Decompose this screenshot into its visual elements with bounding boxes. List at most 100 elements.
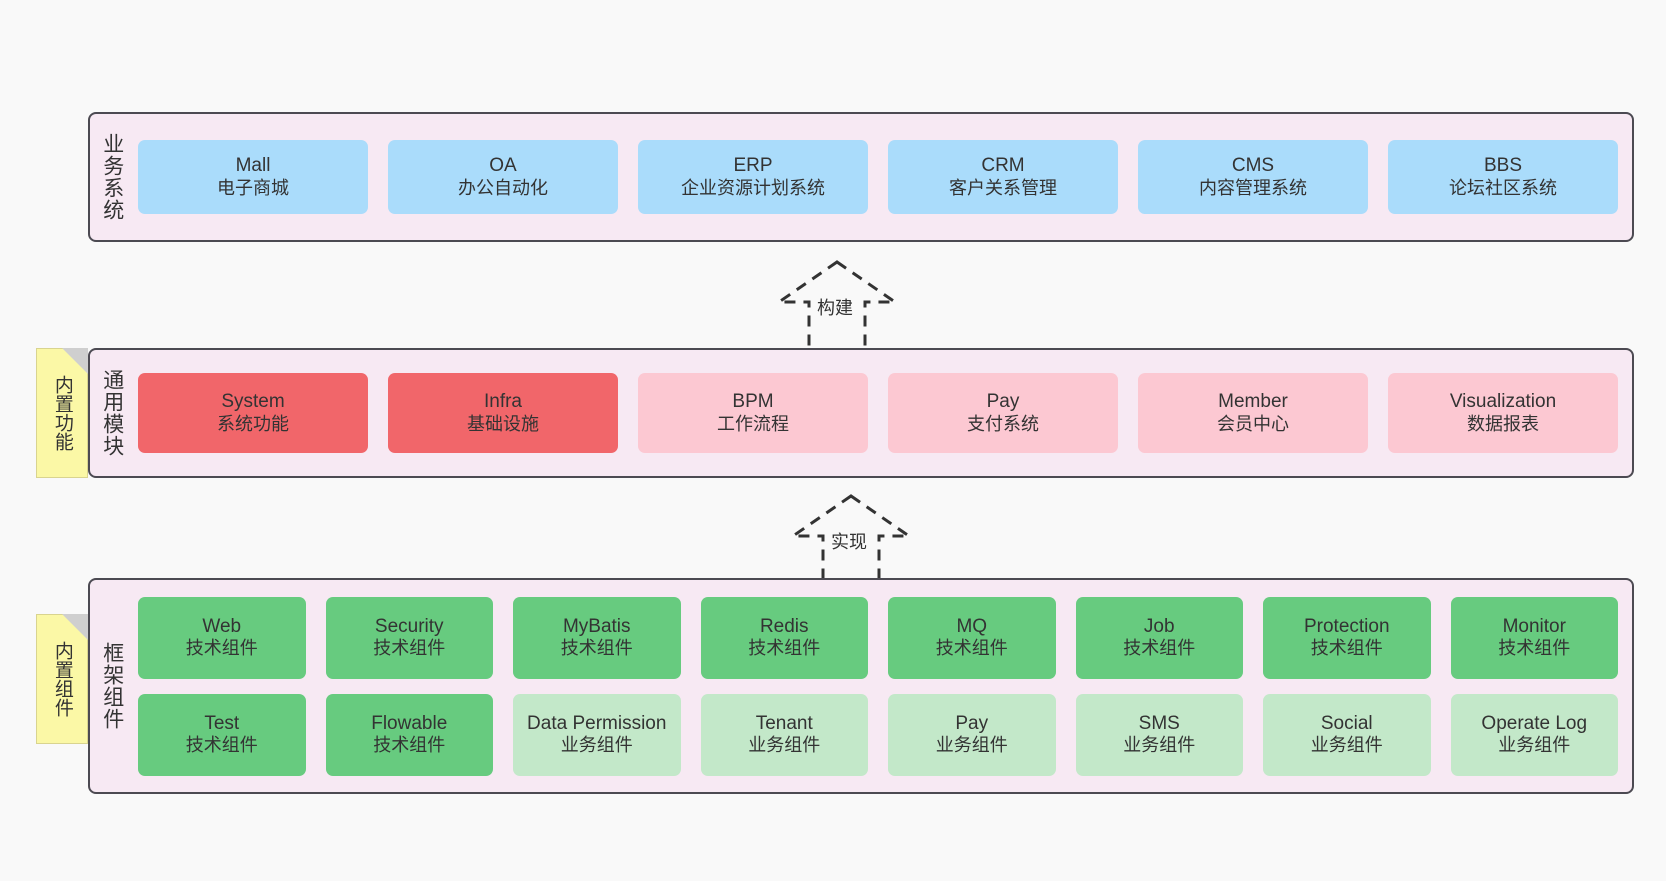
card-infra-desc: 基础设施 (467, 413, 539, 434)
card-infra-name: Infra (483, 391, 523, 413)
card-bpm-desc: 工作流程 (717, 413, 789, 434)
card-tenant[interactable]: Tenant 业务组件 (700, 693, 868, 776)
card-security[interactable]: Security 技术组件 (325, 596, 493, 679)
card-bbs-name: BBS (1483, 155, 1523, 177)
card-security-name: Security (374, 615, 444, 637)
card-test-desc: 技术组件 (185, 735, 258, 756)
card-tenant-name: Tenant (755, 712, 813, 734)
card-cms-desc: 内容管理系统 (1199, 177, 1307, 198)
card-operate-log-name: Operate Log (1481, 712, 1588, 734)
card-pay-module-name: Pay (986, 391, 1020, 413)
card-data-permission-name: Data Permission (527, 712, 667, 734)
layer-framework-components-body: Web 技术组件 Security 技术组件 MyBatis 技术组件 Redi… (134, 580, 1632, 792)
business-card-row: Mall 电子商城 OA 办公自动化 ERP 企业资源计划系统 CRM 客户关系… (138, 140, 1618, 214)
card-social[interactable]: Social 业务组件 (1263, 693, 1431, 776)
connector-build: 构建 (752, 256, 922, 352)
card-member-desc: 会员中心 (1217, 413, 1289, 434)
layer-business-systems-body: Mall 电子商城 OA 办公自动化 ERP 企业资源计划系统 CRM 客户关系… (134, 114, 1632, 240)
card-oa-name: OA (489, 155, 517, 177)
card-mq-name: MQ (956, 615, 988, 637)
modules-card-row: System 系统功能 Infra 基础设施 BPM 工作流程 Pay 支付系统… (138, 373, 1618, 453)
card-monitor-desc: 技术组件 (1498, 638, 1571, 659)
note-fold-corner-icon (62, 614, 88, 640)
layer-common-modules: 通用模块 System 系统功能 Infra 基础设施 BPM 工作流程 Pay… (88, 348, 1634, 478)
card-protection-desc: 技术组件 (1310, 638, 1383, 659)
layer-business-systems: 业务系统 Mall 电子商城 OA 办公自动化 ERP 企业资源计划系统 CRM… (88, 112, 1634, 242)
card-pay-module-desc: 支付系统 (967, 413, 1039, 434)
card-infra[interactable]: Infra 基础设施 (388, 373, 618, 453)
card-job-name: Job (1143, 615, 1175, 637)
card-test[interactable]: Test 技术组件 (138, 693, 306, 776)
card-social-desc: 业务组件 (1310, 735, 1383, 756)
card-sms-name: SMS (1138, 712, 1180, 734)
card-system[interactable]: System 系统功能 (138, 373, 368, 453)
connector-implement-label: 实现 (828, 528, 870, 554)
card-mall-name: Mall (235, 155, 271, 177)
card-data-permission[interactable]: Data Permission 业务组件 (513, 693, 681, 776)
card-crm-name: CRM (981, 155, 1025, 177)
card-protection[interactable]: Protection 技术组件 (1263, 596, 1431, 679)
card-web-desc: 技术组件 (185, 638, 258, 659)
framework-tech-row: Web 技术组件 Security 技术组件 MyBatis 技术组件 Redi… (138, 596, 1618, 679)
card-job[interactable]: Job 技术组件 (1075, 596, 1243, 679)
card-erp-desc: 企业资源计划系统 (681, 177, 825, 198)
note-builtin-functions-label: 内置功能 (51, 375, 73, 451)
card-operate-log-desc: 业务组件 (1498, 735, 1571, 756)
card-pay-module[interactable]: Pay 支付系统 (888, 373, 1118, 453)
card-protection-name: Protection (1303, 615, 1390, 637)
card-web-name: Web (202, 615, 242, 637)
card-mybatis-desc: 技术组件 (560, 638, 633, 659)
card-mq-desc: 技术组件 (935, 638, 1008, 659)
layer-common-modules-title: 通用模块 (100, 369, 124, 457)
note-builtin-functions: 内置功能 (36, 348, 88, 478)
card-cms[interactable]: CMS 内容管理系统 (1138, 140, 1368, 214)
note-fold-corner-icon (62, 348, 88, 374)
card-flowable-name: Flowable (371, 712, 448, 734)
card-bbs-desc: 论坛社区系统 (1449, 177, 1557, 198)
card-security-desc: 技术组件 (373, 638, 446, 659)
card-pay-component-desc: 业务组件 (935, 735, 1008, 756)
card-web[interactable]: Web 技术组件 (138, 596, 306, 679)
card-crm[interactable]: CRM 客户关系管理 (888, 140, 1118, 214)
card-mybatis[interactable]: MyBatis 技术组件 (513, 596, 681, 679)
note-builtin-components: 内置组件 (36, 614, 88, 744)
card-monitor-name: Monitor (1502, 615, 1566, 637)
card-oa[interactable]: OA 办公自动化 (388, 140, 618, 214)
card-flowable[interactable]: Flowable 技术组件 (325, 693, 493, 776)
card-sms-desc: 业务组件 (1123, 735, 1196, 756)
card-test-name: Test (204, 712, 240, 734)
card-erp[interactable]: ERP 企业资源计划系统 (638, 140, 868, 214)
card-visualization[interactable]: Visualization 数据报表 (1388, 373, 1618, 453)
layer-framework-components: 框架组件 Web 技术组件 Security 技术组件 MyBatis 技术组件… (88, 578, 1634, 794)
card-job-desc: 技术组件 (1123, 638, 1196, 659)
note-builtin-components-label: 内置组件 (51, 641, 73, 717)
card-social-name: Social (1320, 712, 1373, 734)
card-redis-desc: 技术组件 (748, 638, 821, 659)
card-redis-name: Redis (759, 615, 809, 637)
card-mybatis-name: MyBatis (562, 615, 631, 637)
card-cms-name: CMS (1231, 155, 1275, 177)
card-monitor[interactable]: Monitor 技术组件 (1450, 596, 1618, 679)
framework-biz-row: Test 技术组件 Flowable 技术组件 Data Permission … (138, 693, 1618, 776)
card-mall[interactable]: Mall 电子商城 (138, 140, 368, 214)
card-mq[interactable]: MQ 技术组件 (888, 596, 1056, 679)
card-operate-log[interactable]: Operate Log 业务组件 (1450, 693, 1618, 776)
card-bpm-name: BPM (732, 391, 774, 413)
connector-build-label: 构建 (814, 294, 856, 320)
connector-implement: 实现 (766, 490, 936, 586)
card-visualization-name: Visualization (1449, 391, 1557, 413)
card-crm-desc: 客户关系管理 (949, 177, 1057, 198)
card-redis[interactable]: Redis 技术组件 (700, 596, 868, 679)
card-system-name: System (221, 391, 285, 413)
card-oa-desc: 办公自动化 (458, 177, 548, 198)
card-sms[interactable]: SMS 业务组件 (1075, 693, 1243, 776)
card-system-desc: 系统功能 (217, 413, 289, 434)
card-pay-component[interactable]: Pay 业务组件 (888, 693, 1056, 776)
card-erp-name: ERP (733, 155, 773, 177)
card-bpm[interactable]: BPM 工作流程 (638, 373, 868, 453)
card-flowable-desc: 技术组件 (373, 735, 446, 756)
card-bbs[interactable]: BBS 论坛社区系统 (1388, 140, 1618, 214)
card-member[interactable]: Member 会员中心 (1138, 373, 1368, 453)
card-member-name: Member (1218, 391, 1288, 413)
